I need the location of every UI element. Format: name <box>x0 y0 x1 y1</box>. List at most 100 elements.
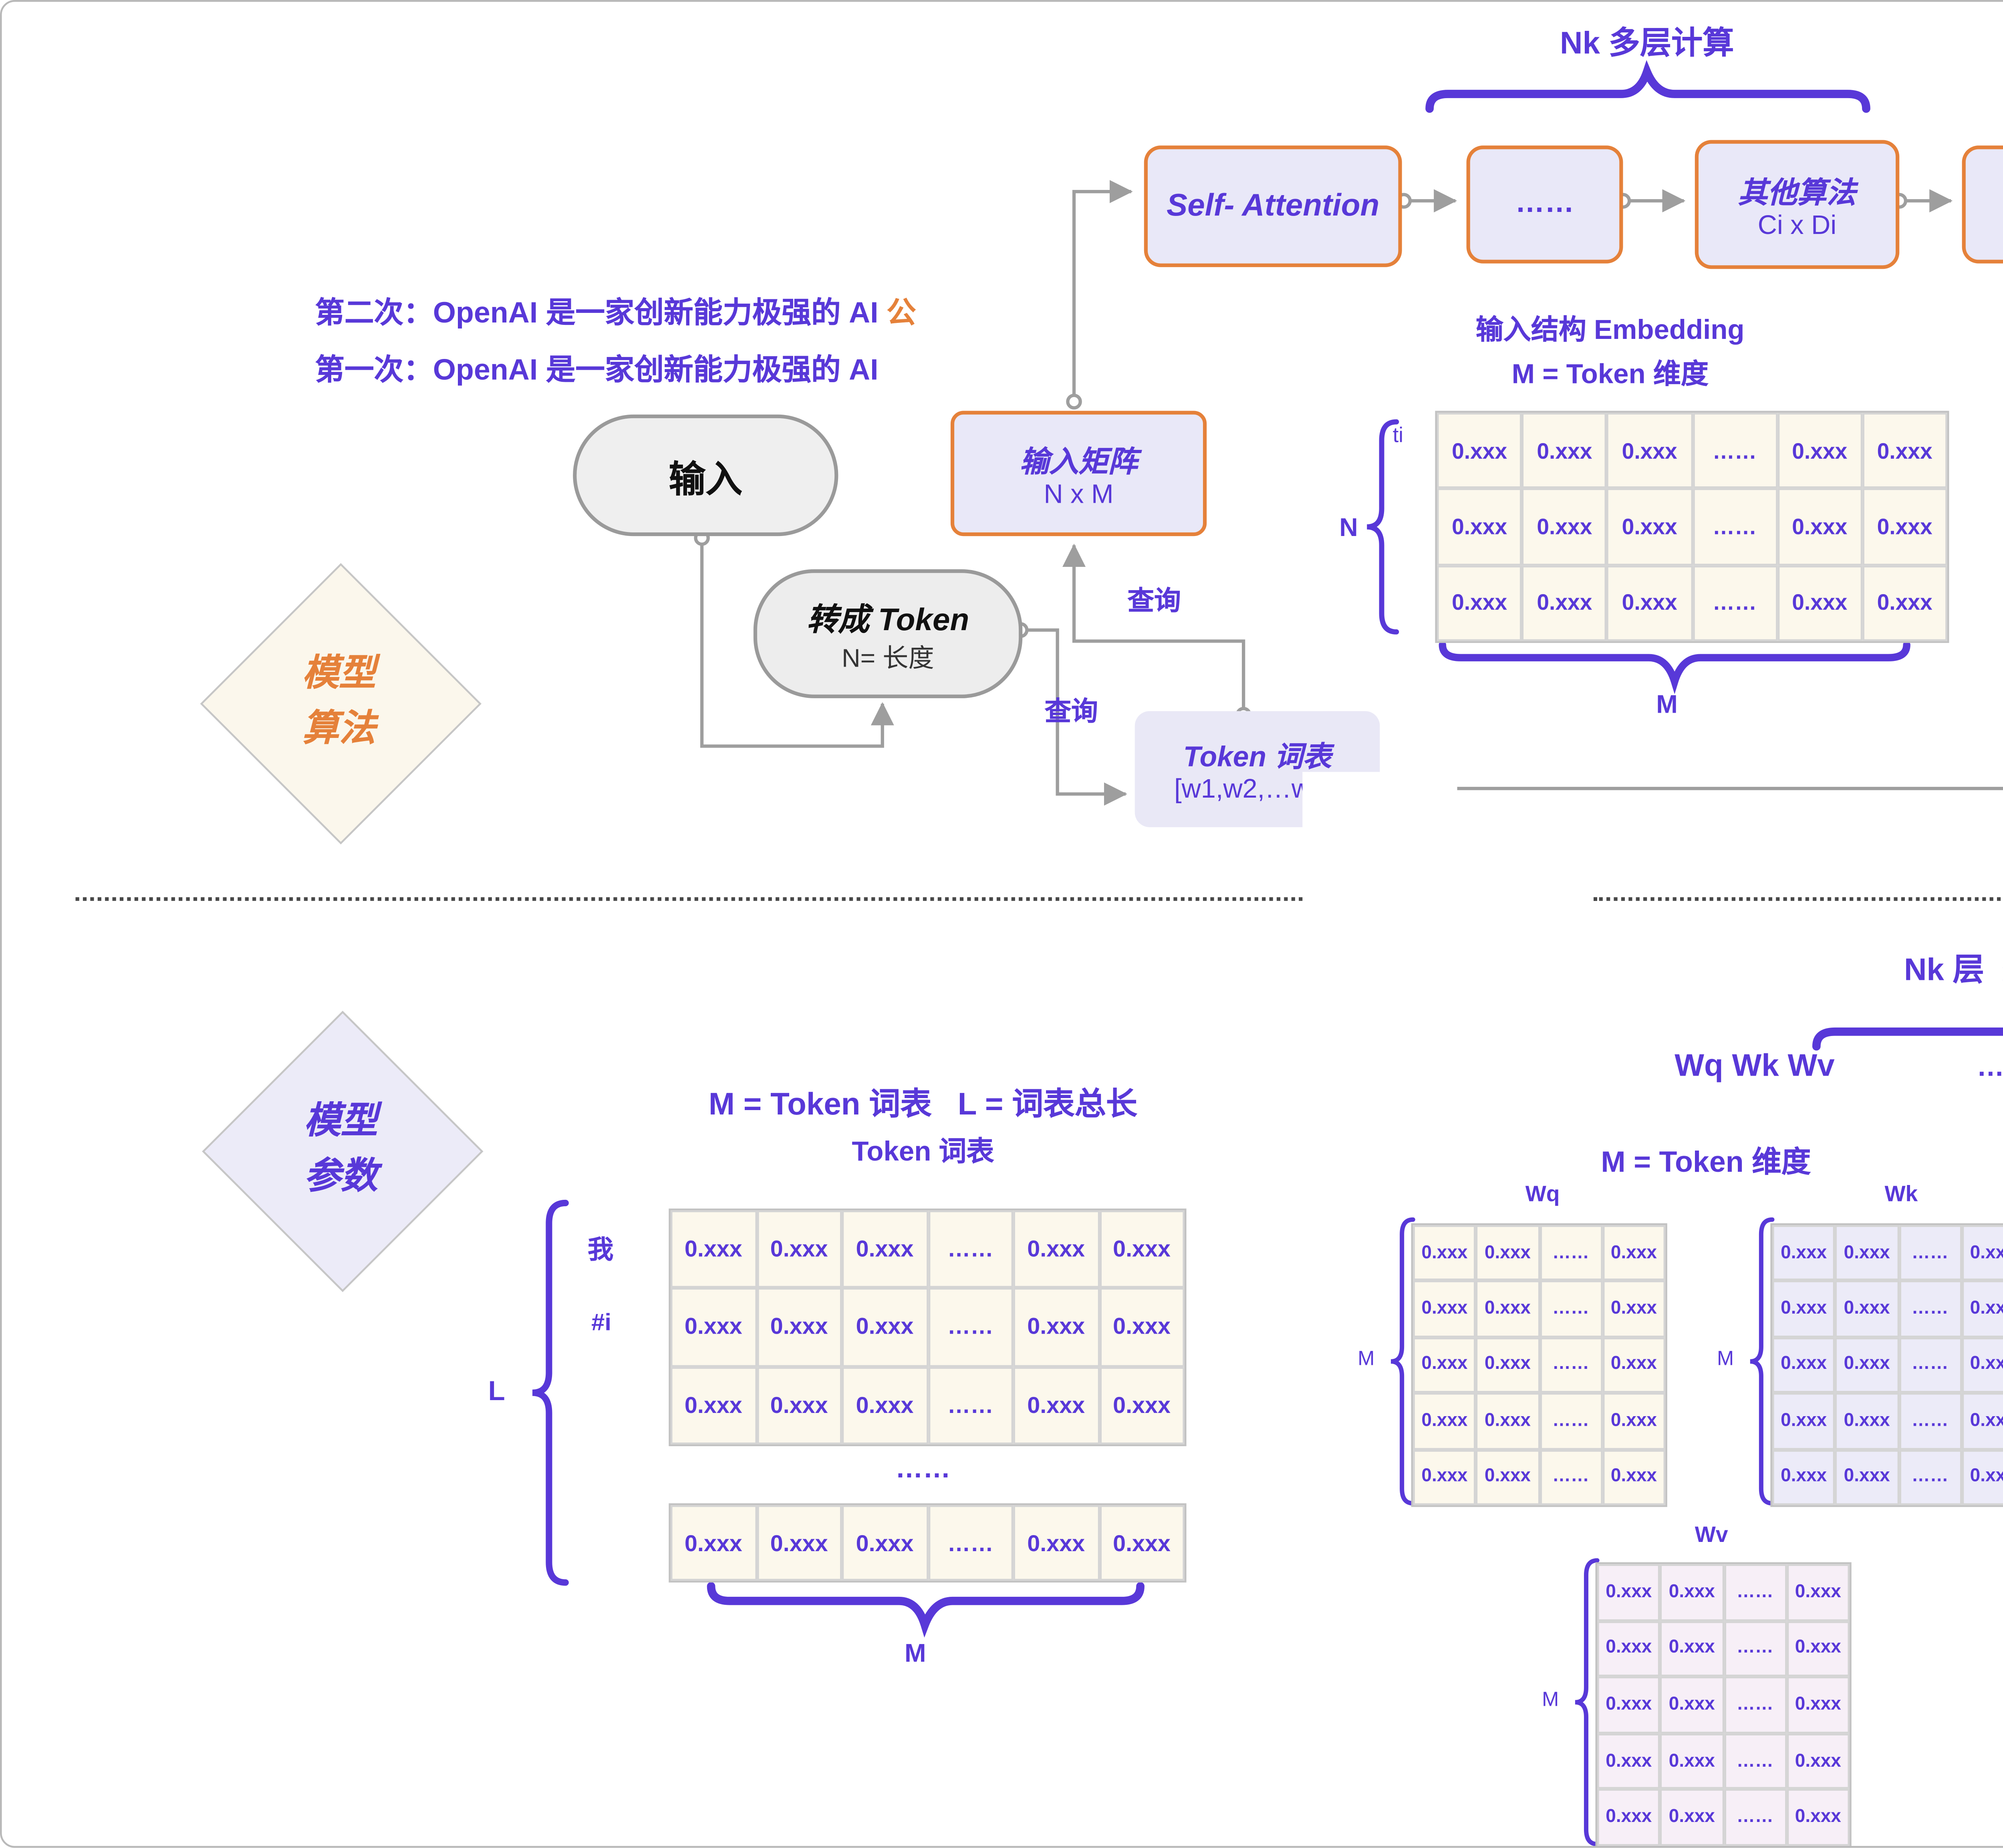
matrix-cell: 0.xxx <box>1602 1449 1666 1505</box>
matrix-cell: 0.xxx <box>1099 1366 1185 1445</box>
matrix-cell: 0.xxx <box>1413 1337 1476 1393</box>
wk-m-brace <box>1750 1217 1775 1506</box>
matrix-cell: …… <box>1723 1677 1787 1733</box>
matrix-cell: 0.xxx <box>1607 489 1692 565</box>
matrix-cell: 0.xxx <box>1786 1677 1850 1733</box>
matrix-cell: …… <box>1539 1449 1602 1505</box>
vocab-dots-row: …… <box>895 1453 951 1485</box>
matrix-cell: …… <box>1723 1620 1787 1677</box>
matrix-cell: …… <box>1898 1449 1962 1505</box>
wk-label: Wk <box>1884 1181 1918 1207</box>
matrix-cell: 0.xxx <box>1597 1564 1660 1620</box>
emb-n-label: N <box>1339 512 1358 542</box>
matrix-cell: …… <box>927 1366 1014 1445</box>
matrix-cell: …… <box>1723 1733 1787 1790</box>
matrix-cell: 0.xxx <box>1772 1281 1836 1337</box>
nk-top-brace <box>1425 60 1870 113</box>
algo-diamond-text: 模型 算法 <box>201 564 477 840</box>
context-text: 第一次：OpenAI 是一家创新能力极强的 AI <box>315 355 879 387</box>
param-diamond-line2: 参数 <box>304 1157 378 1198</box>
tokenize-label: 转成 Token <box>806 601 969 637</box>
matrix-cell: 0.xxx <box>1961 1225 2003 1281</box>
matrix-cell: 0.xxx <box>1476 1281 1540 1337</box>
matrix-cell: 0.xxx <box>1437 413 1522 489</box>
embedding-subtitle: M = Token 维度 <box>1511 359 1709 391</box>
matrix-cell: 0.xxx <box>1660 1790 1724 1846</box>
matrix-cell: …… <box>1539 1225 1602 1281</box>
white-patch <box>1302 772 1413 838</box>
matrix-cell: 0.xxx <box>1522 413 1607 489</box>
matrix-cell: …… <box>927 1288 1014 1366</box>
matrix-cell: …… <box>1898 1225 1962 1281</box>
other-algorithms-box: 其他算法 Ci x Di <box>1695 140 1900 269</box>
matrix-cell: 0.xxx <box>1777 489 1862 565</box>
matrix-cell: 0.xxx <box>1772 1393 1836 1449</box>
matrix-cell: …… <box>1723 1790 1787 1846</box>
matrix-cell: 0.xxx <box>1099 1210 1185 1289</box>
matrix-cell: …… <box>927 1505 1014 1581</box>
braces <box>532 60 2003 1846</box>
matrix-cell: 0.xxx <box>1602 1281 1666 1337</box>
matrix-cell: 0.xxx <box>1476 1393 1540 1449</box>
matrix-cell: 0.xxx <box>1437 489 1522 565</box>
matrix-cell: 0.xxx <box>1476 1449 1540 1505</box>
matrix-cell: 0.xxx <box>1607 413 1692 489</box>
param-top-brace <box>1812 1027 2003 1051</box>
context-line-1st-pass: 第一次：OpenAI 是一家创新能力极强的 AI <box>315 345 878 389</box>
matrix-cell: 0.xxx <box>1597 1620 1660 1677</box>
query-label-bottom: 查询 <box>1044 698 1098 728</box>
input-matrix-box: 输入矩阵 N x M <box>950 411 1207 536</box>
matrix-cell: 0.xxx <box>670 1366 756 1445</box>
wk-m-label: M <box>1717 1348 1734 1371</box>
vocab-m-brace <box>707 1582 1145 1638</box>
matrix-cell: 0.xxx <box>1961 1393 2003 1449</box>
matrix-cell: 0.xxx <box>1099 1288 1185 1366</box>
matrix-cell: 0.xxx <box>1522 565 1607 641</box>
matrix-cell: 0.xxx <box>1413 1393 1476 1449</box>
matrix-cell: 0.xxx <box>1013 1505 1099 1581</box>
emb-row-label-ti: ti <box>1392 425 1404 448</box>
matrix-cell: 0.xxx <box>756 1505 842 1581</box>
algo-diamond-line2: 算法 <box>302 709 376 750</box>
matrix-cell: 0.xxx <box>1522 489 1607 565</box>
vocab-row-label-2: #i <box>591 1308 612 1336</box>
matrix-cell: 0.xxx <box>1961 1449 2003 1505</box>
m-token-dim-header: M = Token 维度 <box>1601 1147 1811 1179</box>
nk-layers-title: Nk 多层计算 <box>1560 26 1734 61</box>
matrix-cell: 0.xxx <box>1660 1620 1724 1677</box>
matrix-cell: 0.xxx <box>1013 1288 1099 1366</box>
w-dots-label: …… <box>1977 1052 2003 1084</box>
matrix-cell: 0.xxx <box>1602 1337 1666 1393</box>
wq-m-brace <box>1390 1217 1415 1506</box>
divider-right <box>1593 897 2003 901</box>
self-attention-label: Self- Attention <box>1167 188 1380 223</box>
matrix-cell: 0.xxx <box>1607 565 1692 641</box>
context-highlight: 公 <box>887 298 916 330</box>
matrix-cell: 0.xxx <box>1413 1281 1476 1337</box>
matrix-cell: 0.xxx <box>1597 1733 1660 1790</box>
matrix-cell: …… <box>1898 1281 1962 1337</box>
matrix-cell: …… <box>1692 489 1777 565</box>
vocab-l-brace <box>532 1199 569 1586</box>
tokenize-length-label: N= 长度 <box>842 642 934 672</box>
matrix-cell: 0.xxx <box>1099 1505 1185 1581</box>
input-node: 输入 <box>573 414 838 536</box>
wv-label: Wv <box>1695 1522 1728 1548</box>
matrix-cell: 0.xxx <box>1835 1393 1898 1449</box>
algo-diamond-line1: 模型 <box>302 654 376 695</box>
matrix-cell: 0.xxx <box>1835 1281 1898 1337</box>
matrix-cell: 0.xxx <box>1413 1225 1476 1281</box>
wv-m-brace <box>1575 1558 1600 1846</box>
matrix-cell: 0.xxx <box>1413 1449 1476 1505</box>
matrix-cell: 0.xxx <box>1862 413 1947 489</box>
matrix-cell: 0.xxx <box>1862 489 1947 565</box>
vocab-row-label-1: 我 <box>587 1234 614 1264</box>
matrix-cell: 0.xxx <box>1772 1337 1836 1393</box>
context-text: 第二次：OpenAI 是一家创新能力极强的 AI <box>315 298 879 330</box>
matrix-cell: 0.xxx <box>1777 565 1862 641</box>
vocab-l-label: L <box>488 1376 505 1408</box>
